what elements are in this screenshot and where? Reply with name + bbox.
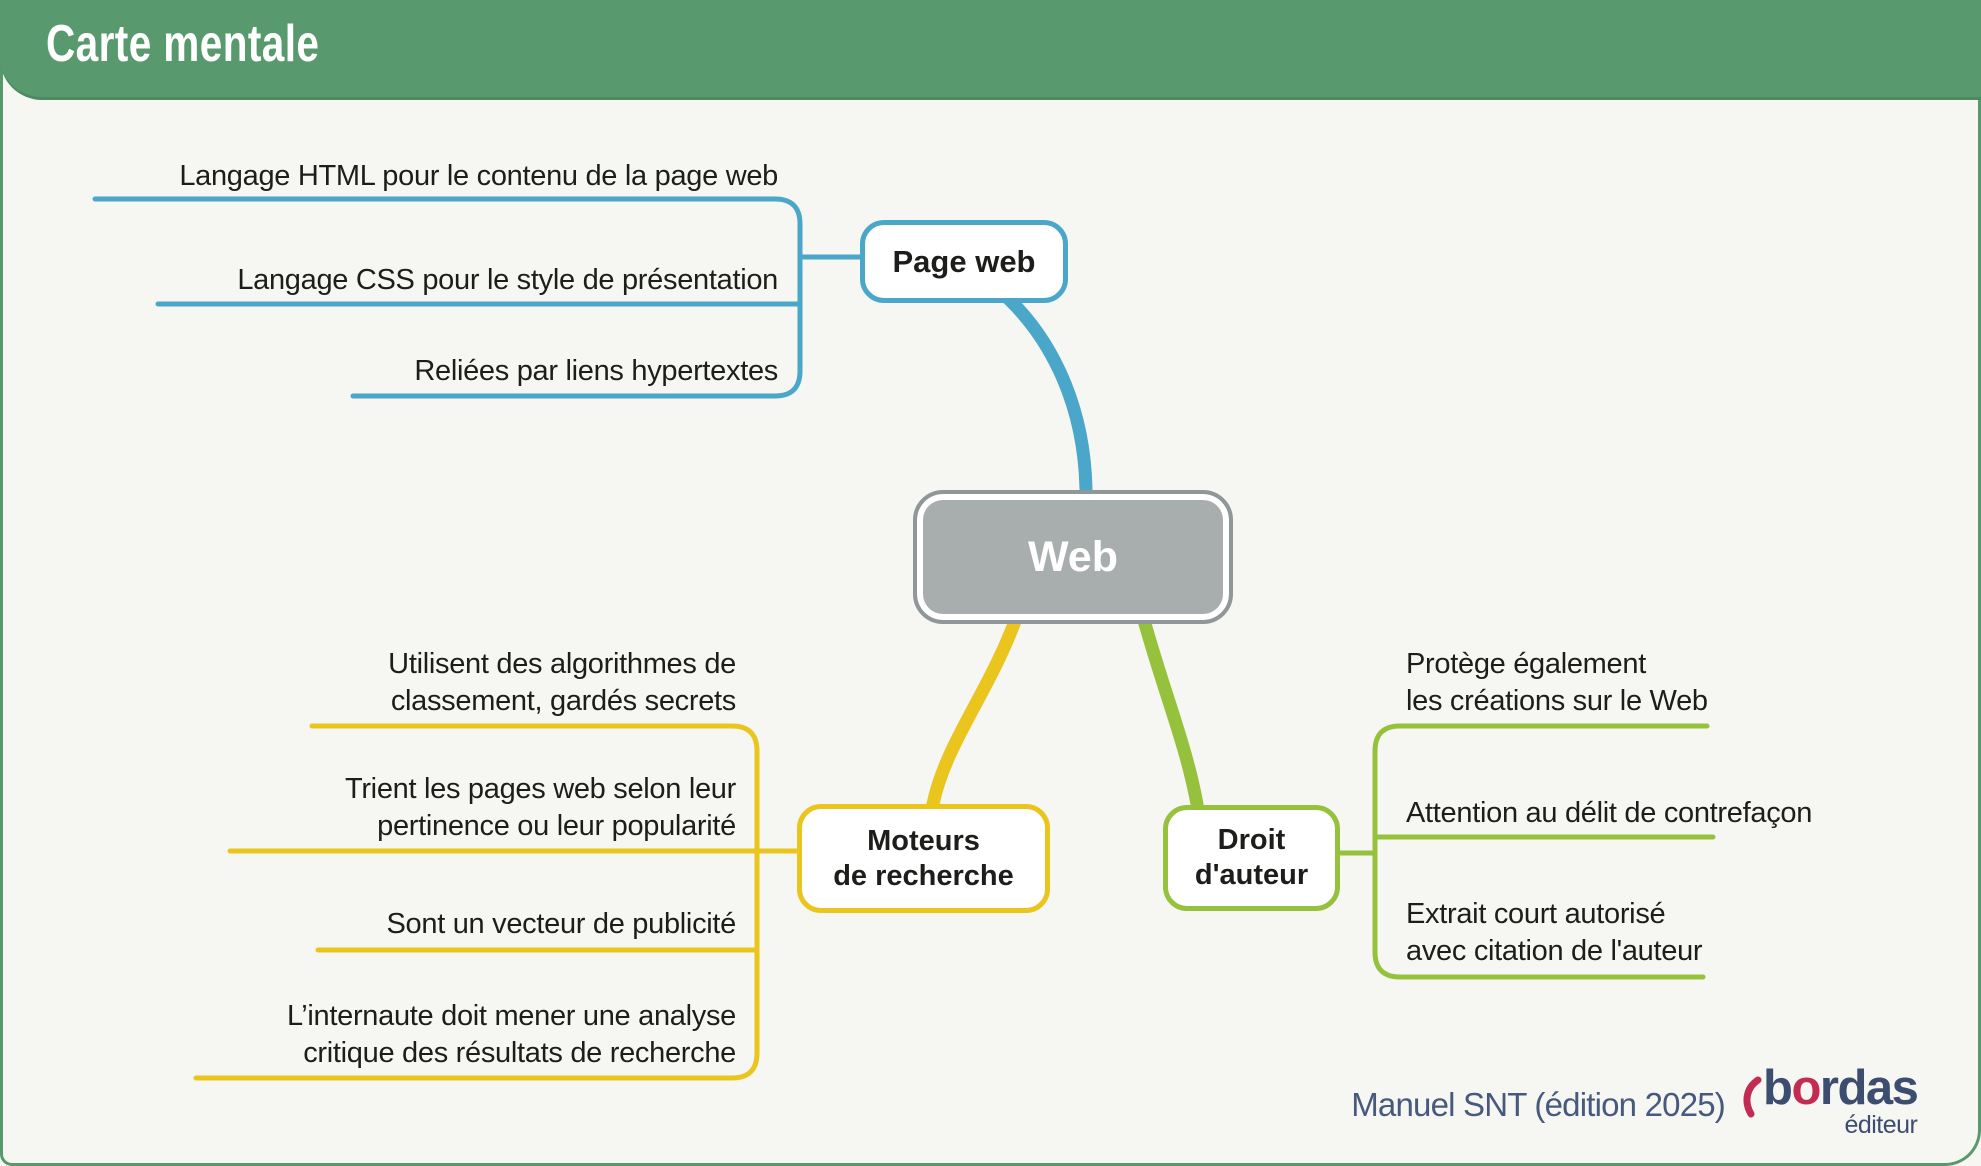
- leaf-css: Langage CSS pour le style de présentatio…: [80, 262, 778, 299]
- leaf-hypertextes: Reliées par liens hypertextes: [80, 353, 778, 390]
- node-label: Moteurs: [867, 824, 980, 857]
- node-moteurs-de-recherche: Moteurs de recherche: [797, 804, 1050, 913]
- brand-prefix: b: [1763, 1061, 1793, 1115]
- bordas-wordmark: bordas: [1763, 1061, 1919, 1115]
- brand-accent: o: [1791, 1061, 1821, 1115]
- node-page-web: Page web: [860, 220, 1068, 303]
- leaf-text: les créations sur le Web: [1406, 685, 1708, 717]
- node-label: Web: [1028, 532, 1118, 581]
- node-droit-auteur: Droit d'auteur: [1163, 805, 1340, 911]
- branch-pageweb-connector: [92, 196, 1093, 496]
- leaf-text: Attention au délit de contrefaçon: [1406, 797, 1813, 829]
- leaf-html: Langage HTML pour le contenu de la page …: [80, 158, 778, 195]
- branch-moteurs-connector: [193, 606, 1025, 1081]
- leaf-text: critique des résultats de recherche: [303, 1037, 736, 1069]
- node-web-root: Web: [913, 490, 1233, 624]
- page-title: Carte mentale: [46, 15, 320, 73]
- edition-caption: Manuel SNT (édition 2025): [1351, 1086, 1726, 1123]
- leaf-tri-pages: Trient les pages web selon leur pertinen…: [140, 771, 736, 845]
- leaf-algorithmes: Utilisent des algorithmes de classement,…: [140, 646, 736, 720]
- leaf-text: pertinence ou leur popularité: [377, 810, 736, 842]
- leaf-text: Protège également: [1406, 648, 1646, 680]
- leaf-text: Trient les pages web selon leur: [344, 773, 736, 805]
- leaf-protege-creations: Protège également les créations sur le W…: [1406, 646, 1708, 720]
- leaf-analyse-critique: L’internaute doit mener une analyse crit…: [140, 998, 736, 1072]
- leaf-text: Utilisent des algorithmes de: [388, 648, 736, 680]
- node-label: Page web: [892, 243, 1036, 279]
- leaf-publicite: Sont un vecteur de publicité: [140, 906, 737, 943]
- bordas-swoosh-icon: [1743, 1076, 1762, 1118]
- leaf-text: L’internaute doit mener une analyse: [287, 1000, 736, 1032]
- header-bar: Carte mentale: [0, 0, 1981, 100]
- leaf-text: Langage CSS pour le style de présentatio…: [237, 264, 778, 296]
- leaf-text: Langage HTML pour le contenu de la page …: [179, 160, 778, 192]
- bordas-tagline: éditeur: [1844, 1111, 1918, 1139]
- node-label: Droit: [1217, 824, 1286, 856]
- brand-suffix: rdas: [1819, 1061, 1919, 1115]
- leaf-text: classement, gardés secrets: [390, 685, 736, 717]
- leaf-text: Extrait court autorisé: [1406, 898, 1666, 930]
- leaf-contrefacon: Attention au délit de contrefaçon: [1406, 795, 1812, 832]
- leaf-text: Reliées par liens hypertextes: [414, 355, 778, 387]
- node-label: de recherche: [833, 859, 1014, 892]
- bordas-logo: bordas éditeur: [1740, 1061, 1919, 1140]
- leaf-text: Sont un vecteur de publicité: [386, 908, 737, 940]
- leaf-text: avec citation de l'auteur: [1406, 935, 1703, 967]
- node-label: d'auteur: [1194, 859, 1309, 891]
- leaf-extrait-citation: Extrait court autorisé avec citation de …: [1406, 896, 1703, 970]
